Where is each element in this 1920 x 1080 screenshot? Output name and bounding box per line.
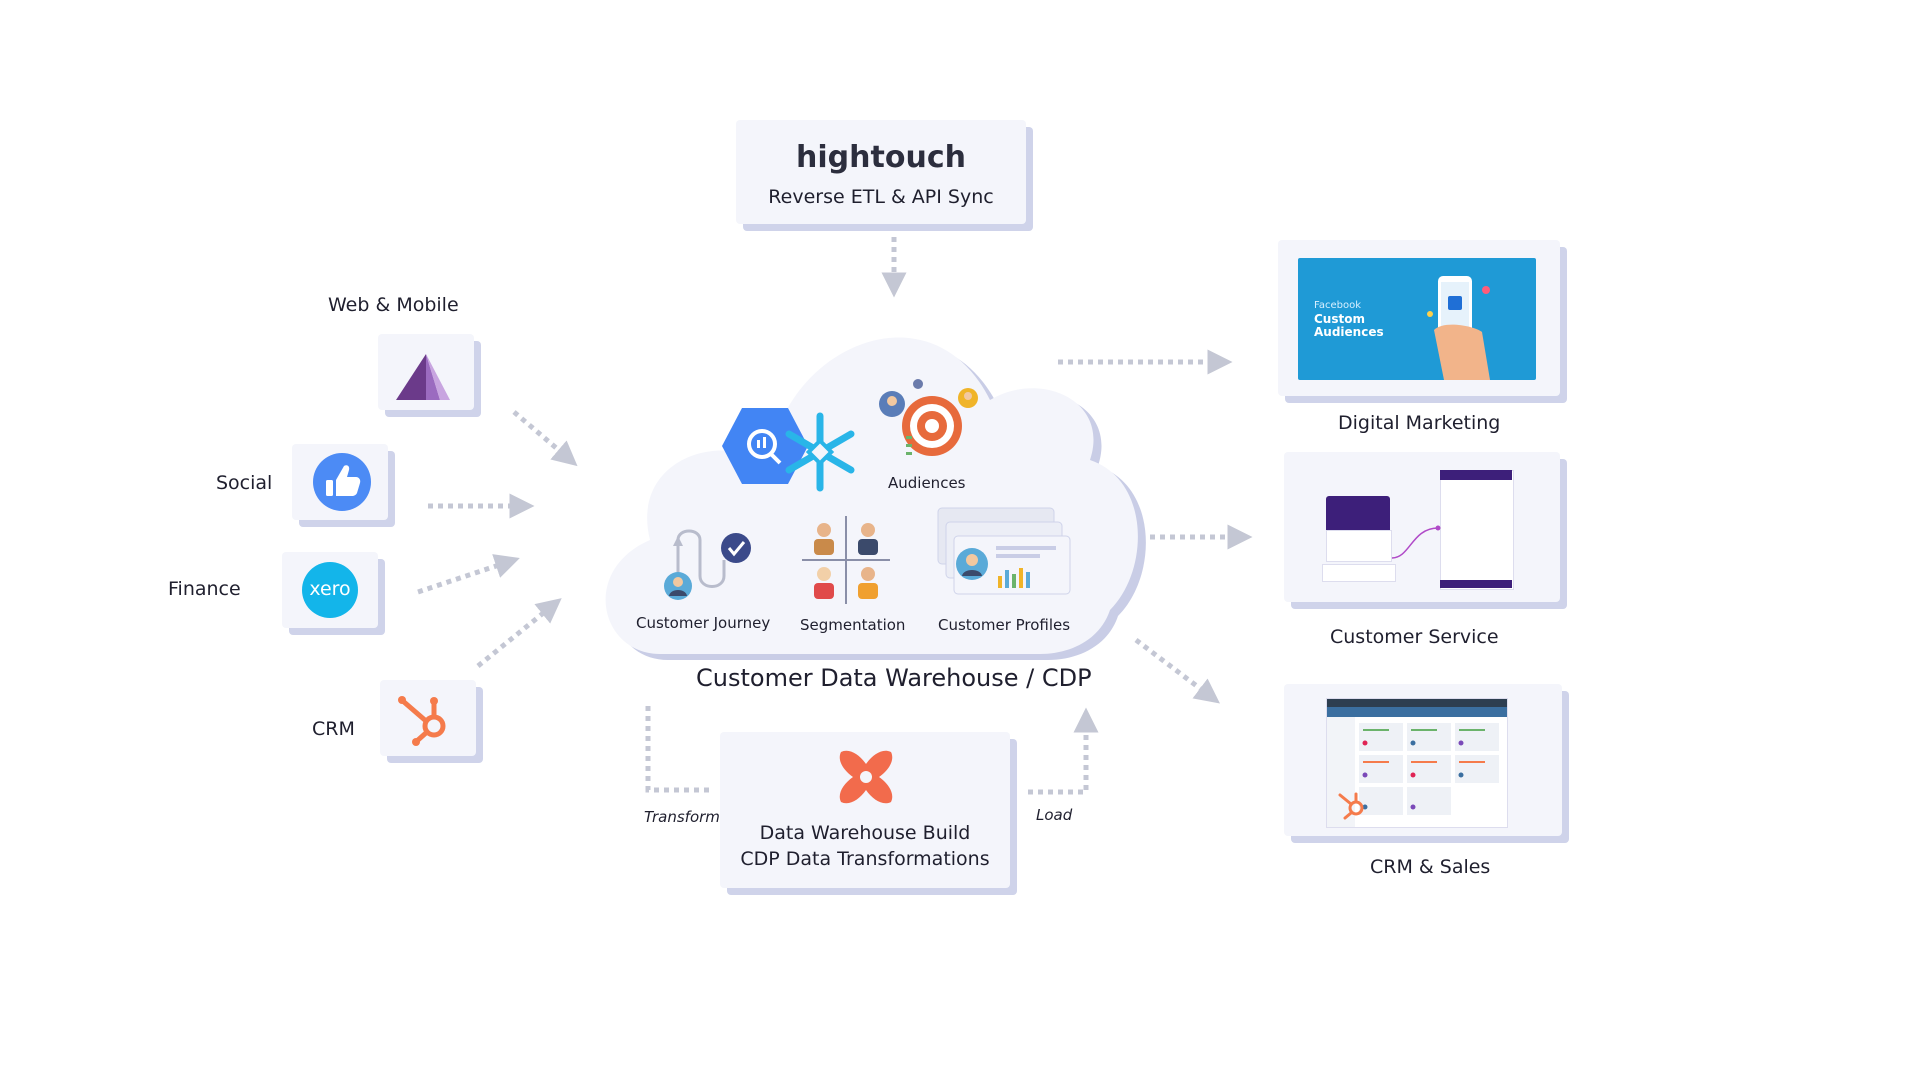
prism-icon xyxy=(396,354,450,400)
hubspot-icon xyxy=(398,696,446,746)
crm-app-grid xyxy=(1359,723,1499,815)
customer-profiles-icon xyxy=(937,507,1071,595)
cloud-item-segmentation: Segmentation xyxy=(800,616,906,634)
destination-label-crm-sales: CRM & Sales xyxy=(1370,856,1491,878)
load-connector xyxy=(1028,707,1099,795)
source-label-web-mobile: Web & Mobile xyxy=(328,294,459,316)
cloud-item-customer-journey: Customer Journey xyxy=(636,614,771,632)
fb-screenshot-line1: Facebook xyxy=(1314,300,1361,311)
source-card-finance[interactable]: xero xyxy=(282,552,378,628)
hightouch-subtitle: Reverse ETL & API Sync xyxy=(768,186,994,208)
source-card-social[interactable] xyxy=(292,444,388,520)
support-ticket-screenshot xyxy=(1440,470,1514,590)
facebook-audiences-screenshot: Facebook Custom Audiences xyxy=(1298,258,1536,380)
destination-label-customer-service: Customer Service xyxy=(1330,626,1499,648)
source-label-crm: CRM xyxy=(312,718,355,740)
fb-screenshot-line3: Audiences xyxy=(1314,325,1384,339)
data-warehouse-build-card: Data Warehouse Build CDP Data Transforma… xyxy=(720,732,1010,888)
cdp-cloud xyxy=(605,337,1146,660)
xero-icon-text: xero xyxy=(309,578,351,600)
destination-label-digital-marketing: Digital Marketing xyxy=(1338,412,1501,434)
arrow-finance-to-cloud xyxy=(417,554,520,595)
support-ticket-header xyxy=(1440,470,1512,480)
destination-card-digital-marketing[interactable]: Facebook Custom Audiences xyxy=(1278,240,1560,396)
source-label-finance: Finance xyxy=(168,578,241,600)
phone-icon xyxy=(1427,276,1490,380)
thumbs-up-icon xyxy=(313,453,371,511)
audiences-target-icon xyxy=(879,379,978,456)
source-label-social: Social xyxy=(216,472,273,494)
bigquery-icon xyxy=(722,408,808,484)
crm-app-topbar xyxy=(1327,699,1507,707)
flow-connector-icon xyxy=(1391,525,1441,559)
crm-app-screenshot xyxy=(1326,698,1508,828)
load-label: Load xyxy=(1036,806,1073,824)
arrow-web-to-cloud xyxy=(512,410,578,467)
snowflake-icon xyxy=(785,412,855,492)
hubspot-overlay-icon xyxy=(1338,792,1364,820)
transform-connector xyxy=(645,706,712,793)
build-subtitle: CDP Data Transformations xyxy=(740,848,990,870)
support-chat-footer xyxy=(1322,564,1396,582)
source-card-web-mobile[interactable] xyxy=(378,334,474,410)
hightouch-card: hightouch Reverse ETL & API Sync xyxy=(736,120,1026,224)
destination-card-crm-sales[interactable] xyxy=(1284,684,1562,836)
cloud-item-customer-profiles: Customer Profiles xyxy=(938,616,1071,634)
cloud-item-audiences: Audiences xyxy=(888,474,966,492)
transform-label: Transform xyxy=(644,808,720,826)
customer-journey-icon xyxy=(664,529,751,600)
dbt-icon xyxy=(839,750,893,804)
destination-card-customer-service[interactable] xyxy=(1284,452,1560,602)
xero-icon xyxy=(302,562,358,618)
cloud-title: Customer Data Warehouse / CDP xyxy=(696,664,1092,692)
segmentation-icon xyxy=(802,516,890,604)
build-title: Data Warehouse Build xyxy=(759,822,971,844)
support-chat-panel xyxy=(1326,530,1392,562)
fb-screenshot-line2: Custom xyxy=(1314,312,1365,326)
crm-app-navbar xyxy=(1327,707,1507,717)
hightouch-logo: hightouch xyxy=(796,140,966,175)
source-card-crm[interactable] xyxy=(380,680,476,756)
arrow-crm-to-cloud xyxy=(476,598,562,668)
support-ticket-button xyxy=(1440,580,1512,588)
